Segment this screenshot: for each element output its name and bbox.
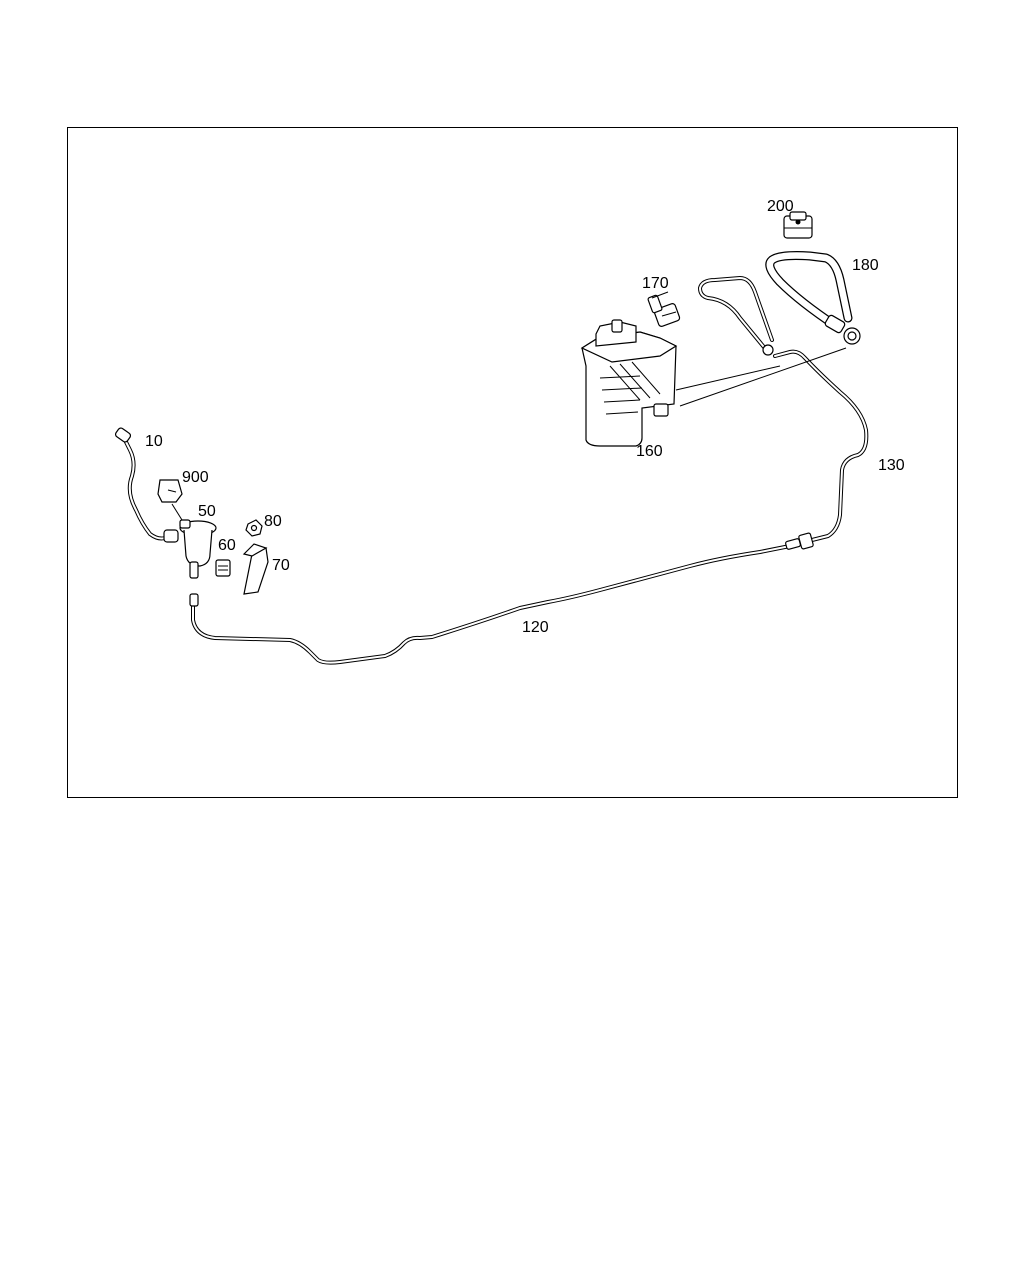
part-900[interactable] bbox=[157, 479, 183, 521]
clip-200[interactable] bbox=[783, 211, 813, 239]
valve-170[interactable] bbox=[647, 291, 681, 327]
nut-80[interactable] bbox=[245, 519, 263, 537]
label-170: 170 bbox=[642, 275, 669, 292]
canister-160[interactable] bbox=[580, 319, 847, 447]
bracket-70[interactable] bbox=[242, 543, 269, 595]
label-200: 200 bbox=[767, 198, 794, 215]
label-10: 10 bbox=[145, 433, 163, 450]
diagram-frame bbox=[67, 127, 958, 798]
label-50: 50 bbox=[198, 503, 216, 520]
part-60[interactable] bbox=[215, 559, 231, 577]
label-160: 160 bbox=[636, 443, 663, 460]
filter-50[interactable] bbox=[179, 519, 217, 607]
label-80: 80 bbox=[264, 513, 282, 530]
label-180: 180 bbox=[852, 257, 879, 274]
pipe-120[interactable] bbox=[191, 544, 792, 665]
pipe-130[interactable] bbox=[773, 349, 869, 542]
label-130: 130 bbox=[878, 457, 905, 474]
pipe-10[interactable] bbox=[114, 427, 179, 543]
hose-180[interactable] bbox=[765, 251, 861, 345]
connector-130 bbox=[785, 532, 814, 550]
label-900: 900 bbox=[182, 469, 209, 486]
label-120: 120 bbox=[522, 619, 549, 636]
label-60: 60 bbox=[218, 537, 236, 554]
hose-loop[interactable] bbox=[698, 276, 774, 356]
label-70: 70 bbox=[272, 557, 290, 574]
